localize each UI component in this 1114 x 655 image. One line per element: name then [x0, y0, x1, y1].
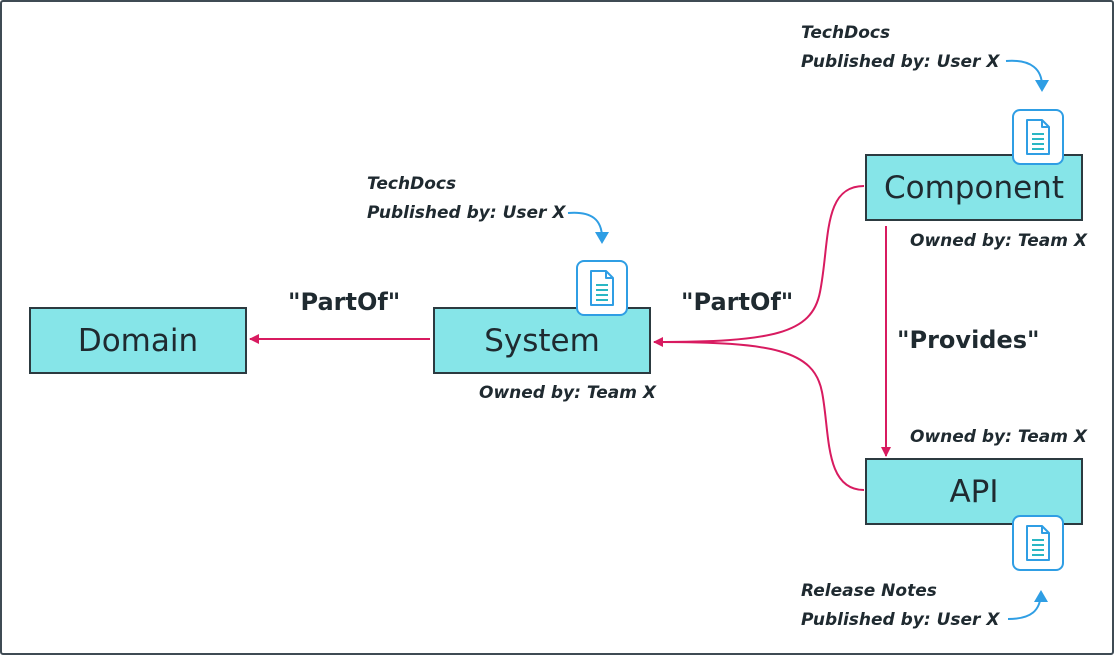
pointer-arrow-api-docs — [1007, 593, 1042, 620]
edge-component-to-system — [653, 185, 865, 347]
edge-api-to-system — [657, 341, 865, 491]
document-icon-component[interactable] — [1012, 109, 1064, 165]
node-domain-label: Domain — [77, 322, 199, 359]
owner-label-component: Owned by: Team X — [910, 231, 1087, 251]
node-api-label: API — [949, 473, 999, 510]
docs-note-api: Release Notes Published by: User X — [801, 577, 999, 635]
relation-label-component-system: "PartOf" — [681, 288, 794, 316]
document-icon — [590, 270, 614, 306]
node-system-label: System — [484, 322, 600, 359]
node-system[interactable]: System — [433, 307, 651, 374]
docs-publisher-component: Published by: User X — [801, 52, 1000, 72]
document-icon — [1026, 119, 1050, 155]
document-icon-api[interactable] — [1012, 515, 1064, 571]
owner-label-api: Owned by: Team X — [910, 427, 1087, 447]
owner-label-system: Owned by: Team X — [479, 383, 656, 403]
node-domain[interactable]: Domain — [29, 307, 247, 374]
docs-title-component: TechDocs — [801, 23, 891, 43]
pointer-arrowhead-system — [595, 232, 609, 244]
pointer-arrowhead-api — [1034, 590, 1048, 602]
relation-label-component-api: "Provides" — [897, 326, 1040, 354]
docs-publisher-api: Published by: User X — [801, 610, 1000, 630]
node-api[interactable]: API — [865, 458, 1083, 525]
node-component[interactable]: Component — [865, 154, 1083, 221]
node-component-label: Component — [884, 169, 1064, 206]
document-icon — [1026, 525, 1050, 561]
docs-note-system: TechDocs Published by: User X — [367, 170, 565, 228]
relation-label-system-domain: "PartOf" — [288, 288, 401, 316]
docs-note-component: TechDocs Published by: User X — [801, 19, 999, 77]
docs-title-api: Release Notes — [801, 581, 937, 601]
pointer-arrowhead-component — [1035, 80, 1049, 92]
docs-title-system: TechDocs — [367, 174, 457, 194]
document-icon-system[interactable] — [576, 260, 628, 316]
docs-publisher-system: Published by: User X — [367, 203, 566, 223]
